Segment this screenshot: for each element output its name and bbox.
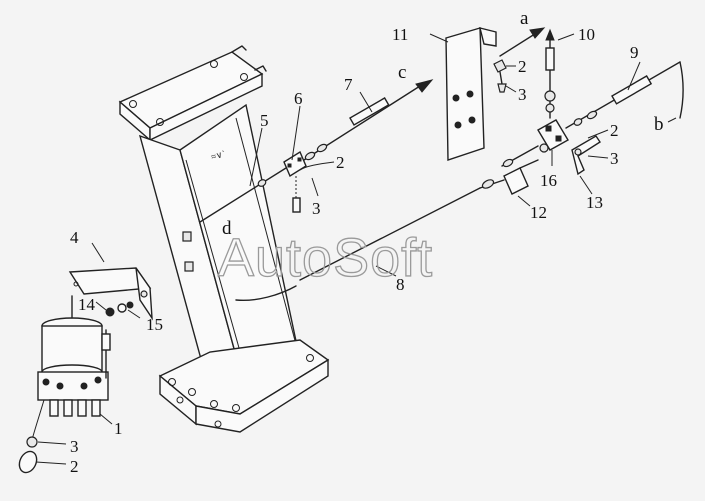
- valve-assembly-1: [31, 295, 111, 441]
- valve-block-16: [537, 119, 569, 153]
- letter-d: d: [222, 218, 232, 239]
- svg-text:≈∨`: ≈∨`: [210, 149, 227, 162]
- callout-12: 12: [530, 203, 547, 222]
- callout-2-lower: 2: [70, 457, 79, 476]
- fitting-lower-left: [18, 436, 38, 474]
- callout-8: 8: [396, 275, 405, 294]
- callout-16: 16: [540, 171, 557, 190]
- callout-4: 4: [70, 228, 79, 247]
- callout-10: 10: [578, 25, 595, 44]
- cable-9: [565, 61, 684, 129]
- letter-c: c: [398, 62, 406, 83]
- callout-5: 5: [260, 111, 269, 130]
- bolt-set-upper: [493, 59, 507, 93]
- direction-letters: a b c d: [222, 8, 664, 239]
- callout-11: 11: [392, 25, 408, 44]
- callout-7: 7: [344, 75, 353, 94]
- pedestal-column: ≈∨`: [118, 45, 330, 433]
- leader-lines: [35, 33, 677, 465]
- callout-13: 13: [586, 193, 603, 212]
- callout-3-right: 3: [610, 149, 619, 168]
- callout-6: 6: [294, 89, 303, 108]
- cable-10: [544, 28, 556, 119]
- callout-9: 9: [630, 43, 639, 62]
- cable-block-6: [283, 150, 307, 178]
- connector-12: [503, 159, 539, 195]
- cables: [199, 79, 539, 302]
- arrow-a: [499, 27, 546, 57]
- mounting-bracket-11: [445, 27, 497, 161]
- callout-3-upper: 3: [518, 85, 527, 104]
- bracket-4: [68, 267, 153, 321]
- callout-numbers: 1 2 3 4 14 15 5 6 7 2 3 8 11 2 3 10 9 16…: [70, 25, 639, 476]
- callout-14: 14: [78, 295, 96, 314]
- callout-2-upper: 2: [518, 57, 527, 76]
- callout-3-lower: 3: [70, 437, 79, 456]
- callout-3-mid: 3: [312, 199, 321, 218]
- callout-2-right: 2: [610, 121, 619, 140]
- letter-b: b: [654, 114, 664, 135]
- bolt-14-washer-15: [105, 301, 134, 317]
- letter-a: a: [520, 8, 529, 29]
- callout-2-mid: 2: [336, 153, 345, 172]
- bracket-13: [571, 135, 601, 176]
- callout-1: 1: [114, 419, 123, 438]
- watermark: AutoSoft: [218, 228, 433, 288]
- callout-15: 15: [146, 315, 163, 334]
